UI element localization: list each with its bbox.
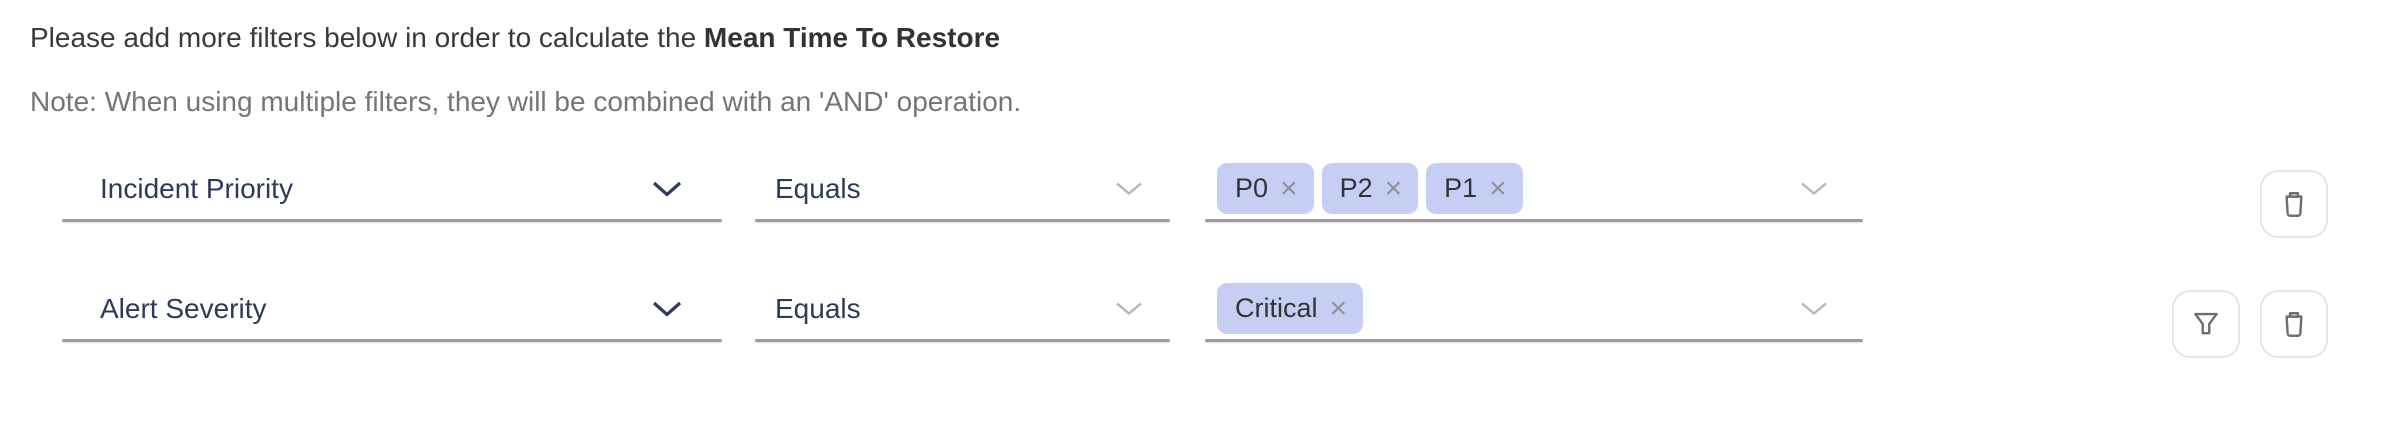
operator-select[interactable]: Equals — [755, 278, 1170, 342]
values-select-underline — [1205, 219, 1863, 222]
values-multiselect[interactable]: P0 × P2 × P1 × — [1205, 158, 1863, 222]
delete-filter-row-button[interactable] — [2260, 170, 2328, 238]
selected-values: Critical × — [1217, 283, 1364, 334]
filter-row: Alert Severity Equals Critical × — [0, 278, 2408, 358]
chevron-down-icon — [1115, 181, 1143, 196]
value-tag: P0 × — [1217, 163, 1314, 214]
remove-tag-icon[interactable]: × — [1384, 171, 1403, 205]
remove-tag-icon[interactable]: × — [1329, 291, 1348, 325]
value-tag: Critical × — [1217, 283, 1364, 334]
field-select-value: Incident Priority — [100, 172, 293, 204]
row-actions — [2172, 290, 2328, 358]
chevron-down-icon — [1800, 181, 1828, 196]
operator-select[interactable]: Equals — [755, 158, 1170, 222]
field-select[interactable]: Alert Severity — [62, 278, 722, 342]
instructions-intro: Please add more filters below in order t… — [30, 22, 704, 53]
value-tag-label: P2 — [1339, 173, 1373, 203]
trash-icon — [2277, 187, 2311, 221]
field-select-underline — [62, 219, 722, 222]
chevron-down-icon — [1800, 301, 1828, 316]
instructions-text: Please add more filters below in order t… — [30, 18, 1000, 58]
field-select-value: Alert Severity — [100, 292, 267, 324]
chevron-down-icon — [652, 180, 682, 197]
remove-tag-icon[interactable]: × — [1280, 171, 1298, 205]
filter-row: Incident Priority Equals P0 × P2 × — [0, 158, 2408, 238]
trash-icon — [2277, 307, 2311, 341]
row-actions — [2260, 170, 2328, 238]
operator-select-value: Equals — [775, 292, 861, 324]
values-select-underline — [1205, 339, 1863, 342]
operator-select-value: Equals — [775, 172, 861, 204]
field-select[interactable]: Incident Priority — [62, 158, 722, 222]
value-tag: P2 × — [1321, 163, 1419, 214]
filter-button[interactable] — [2172, 290, 2240, 358]
values-multiselect[interactable]: Critical × — [1205, 278, 1863, 342]
funnel-icon — [2189, 307, 2223, 341]
value-tag-label: P1 — [1444, 173, 1478, 203]
chevron-down-icon — [652, 300, 682, 317]
value-tag-label: Critical — [1235, 293, 1318, 323]
metric-name: Mean Time To Restore — [703, 22, 1001, 53]
operator-select-underline — [755, 339, 1170, 342]
chevron-down-icon — [1115, 301, 1143, 316]
field-select-underline — [62, 339, 722, 342]
delete-filter-row-button[interactable] — [2260, 290, 2328, 358]
selected-values: P0 × P2 × P1 × — [1217, 163, 1523, 214]
filters-note: Note: When using multiple filters, they … — [30, 86, 1022, 117]
value-tag: P1 × — [1426, 163, 1523, 214]
value-tag-label: P0 — [1235, 173, 1269, 203]
operator-select-underline — [755, 219, 1170, 222]
remove-tag-icon[interactable]: × — [1489, 171, 1507, 205]
